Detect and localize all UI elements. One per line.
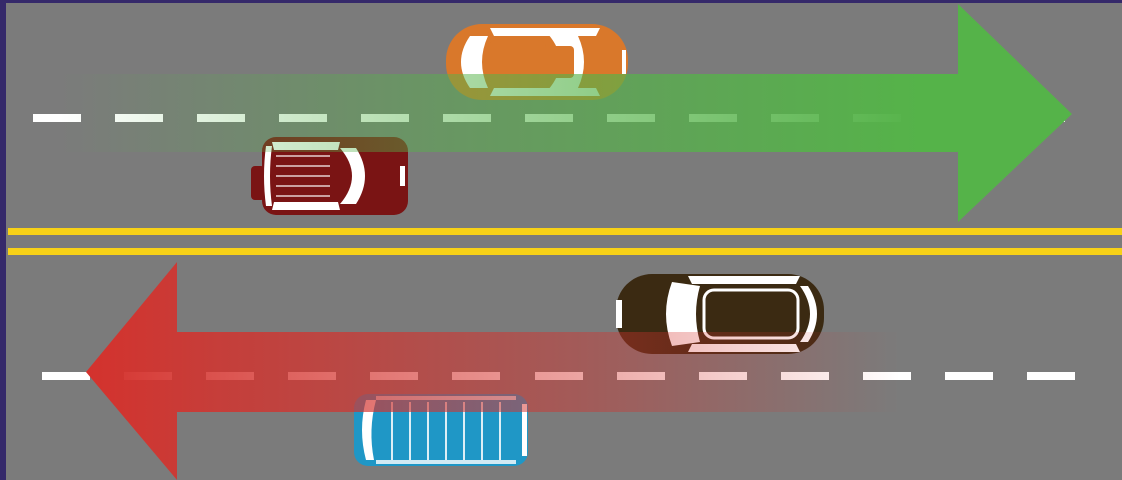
center-line-lower — [8, 248, 1122, 255]
frame-top-edge — [0, 0, 1122, 3]
frame-left-edge — [0, 0, 6, 480]
center-line-upper — [8, 228, 1122, 235]
